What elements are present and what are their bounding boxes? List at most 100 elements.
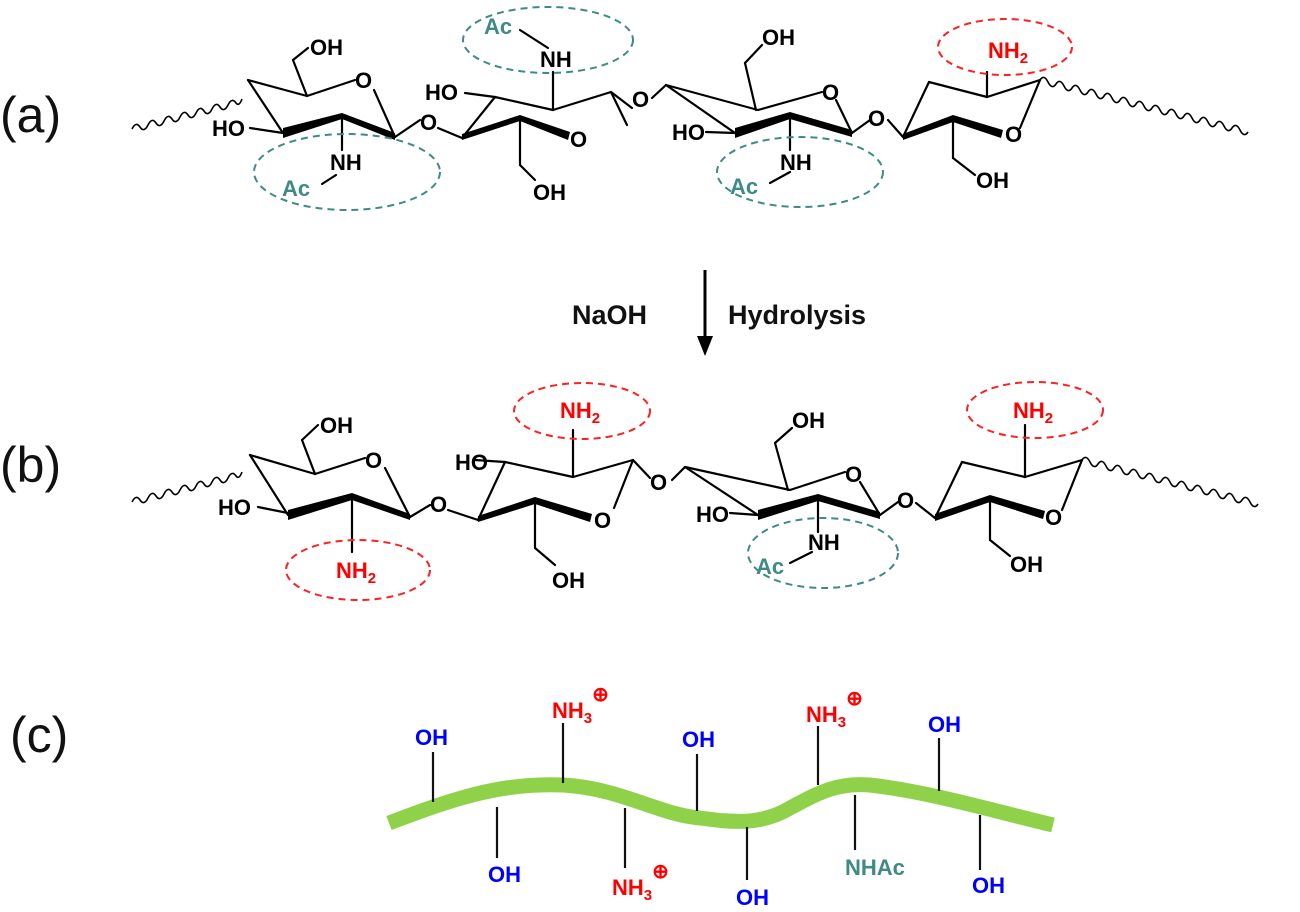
atom-oh: OH xyxy=(533,180,566,205)
atom-glycosidic-o: O xyxy=(897,488,914,513)
atom-oh: OH xyxy=(1010,552,1043,577)
acetyl-highlight-ellipse xyxy=(253,133,441,211)
ring-4-b xyxy=(914,423,1084,558)
subscript-2: 2 xyxy=(1045,410,1053,427)
hydroxyl-group: OH xyxy=(736,885,769,910)
atom-ho: HO xyxy=(672,120,705,145)
atom-oh: OH xyxy=(320,413,353,438)
chain-end-left-wavy xyxy=(131,471,243,504)
atom-ac: Ac xyxy=(730,174,758,199)
ring-1-b xyxy=(248,423,432,554)
subscript-2: 2 xyxy=(1020,50,1028,67)
positive-charge-icon: ⊕ xyxy=(846,688,863,710)
acetamide-group: NHAc xyxy=(845,855,905,880)
polymer-backbone xyxy=(386,777,1055,833)
atom-h: H xyxy=(822,702,838,727)
atom-h: H xyxy=(1004,38,1020,63)
atom-ac: Ac xyxy=(484,14,512,39)
atom-glycosidic-o: O xyxy=(430,492,447,517)
atom-n: N xyxy=(552,698,568,723)
atom-glycosidic-o: O xyxy=(420,110,437,135)
subscript-3: 3 xyxy=(838,714,846,731)
atom-ring-o: O xyxy=(1045,505,1062,530)
atom-ring-o: O xyxy=(365,448,382,473)
atom-ring-o: O xyxy=(845,462,862,487)
atom-amine: NH2 xyxy=(988,38,1028,67)
atom-ho: HO xyxy=(696,502,729,527)
atom-n: N xyxy=(1013,398,1029,423)
atom-ring-o: O xyxy=(594,508,611,533)
subscript-2: 2 xyxy=(592,410,600,427)
atom-amine: NH2 xyxy=(336,558,376,587)
amine-highlight-ellipse xyxy=(513,382,651,440)
ammonium-group: NH3⊕ xyxy=(806,688,863,731)
panel-label-b: (b) xyxy=(0,437,61,493)
atom-nh: NH xyxy=(330,150,362,175)
reaction-step: NaOH Hydrolysis xyxy=(572,270,866,356)
panel-label-c: (c) xyxy=(10,707,68,763)
atom-glycosidic-o: O xyxy=(868,106,885,131)
atom-h: H xyxy=(576,398,592,423)
ammonium-group: NH3⊕ xyxy=(612,861,669,904)
amine-highlight-ellipse xyxy=(937,18,1073,76)
hydroxyl-group: OH xyxy=(928,712,961,737)
acetyl-highlight-ellipse xyxy=(462,6,634,74)
atom-n: N xyxy=(612,875,628,900)
reaction-arrow-head-icon xyxy=(697,336,713,356)
atom-n: N xyxy=(988,38,1004,63)
atom-ho: HO xyxy=(218,495,251,520)
atom-ring-o: O xyxy=(1005,122,1022,147)
atom-h: H xyxy=(352,558,368,583)
atom-ac: Ac xyxy=(282,176,310,201)
atom-amine: NH2 xyxy=(1013,398,1053,427)
acetyl-highlight-ellipse xyxy=(747,517,899,589)
subscript-3: 3 xyxy=(644,887,652,904)
atom-nh: NH xyxy=(780,150,812,175)
subscript-2: 2 xyxy=(368,570,376,587)
hydroxyl-group: OH xyxy=(415,725,448,750)
atom-glycosidic-o: O xyxy=(650,470,667,495)
ring-4-a xyxy=(886,70,1042,177)
hydroxyl-group: OH xyxy=(682,727,715,752)
atom-n: N xyxy=(806,702,822,727)
amine-highlight-ellipse xyxy=(285,539,431,601)
ring-1-a xyxy=(246,46,422,186)
panel-label-a: (a) xyxy=(0,87,61,143)
chain-end-left-wavy xyxy=(131,98,243,131)
atom-amine: NH2 xyxy=(560,398,600,427)
ammonium-group: NH3⊕ xyxy=(552,684,609,727)
atom-h: H xyxy=(568,698,584,723)
hydroxyl-group: OH xyxy=(972,873,1005,898)
panel-b-chitosan: OH O HO NH2 O HO NH2 O OH O xyxy=(131,381,1259,601)
atom-ring-o: O xyxy=(570,127,587,152)
atom-h: H xyxy=(628,875,644,900)
atom-oh: OH xyxy=(792,408,825,433)
atom-n: N xyxy=(560,398,576,423)
atom-ac: Ac xyxy=(756,554,784,579)
ring-2-a xyxy=(436,28,634,182)
atom-ho: HO xyxy=(455,450,488,475)
panel-a-chitin: OH O HO NH Ac O HO NH Ac O OH O xyxy=(131,6,1249,211)
positive-charge-icon: ⊕ xyxy=(592,684,609,706)
atom-oh: OH xyxy=(310,35,343,60)
hydroxyl-group: OH xyxy=(488,862,521,887)
atom-h: H xyxy=(1029,398,1045,423)
amine-highlight-ellipse xyxy=(966,381,1104,439)
ring-2-b xyxy=(446,428,652,567)
process-label: Hydrolysis xyxy=(728,300,866,330)
atom-ring-o: O xyxy=(822,80,839,105)
ring-3-a xyxy=(650,43,872,185)
ring-3-b xyxy=(670,426,900,565)
reagent-label: NaOH xyxy=(572,300,647,330)
atom-ho: HO xyxy=(212,116,245,141)
atom-nh: NH xyxy=(540,47,572,72)
chain-end-right-wavy xyxy=(1039,76,1249,136)
acetyl-highlight-ellipse xyxy=(716,136,884,208)
atom-oh: OH xyxy=(976,168,1009,193)
atom-n: N xyxy=(336,558,352,583)
atom-oh: OH xyxy=(762,25,795,50)
positive-charge-icon: ⊕ xyxy=(652,861,669,883)
atom-glycosidic-o: O xyxy=(632,87,649,112)
chain-end-right-wavy xyxy=(1081,456,1259,508)
